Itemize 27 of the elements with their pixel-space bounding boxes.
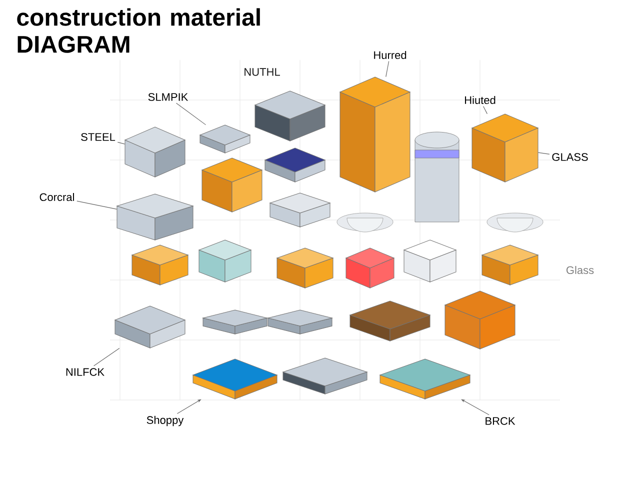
part-label: STEEL [81, 133, 116, 141]
part-label: Shoppy [146, 416, 184, 426]
part-label: Hiuted [465, 96, 496, 104]
part-label: BRCK [486, 417, 516, 425]
material-drawing [124, 126, 186, 178]
material-drawing [380, 358, 470, 400]
part-label: SLMPIK [148, 93, 188, 101]
leader-line [117, 142, 126, 144]
part-label: Hurred [374, 50, 406, 60]
leader-line [76, 200, 118, 210]
leader-line [538, 152, 550, 154]
material-drawing [340, 76, 410, 192]
material-drawing [114, 306, 186, 348]
material-drawing [200, 124, 250, 154]
material-drawing [472, 114, 538, 182]
leader-line [386, 60, 390, 78]
material-drawing [192, 358, 278, 400]
leader-line [482, 106, 488, 114]
part-label: NUTHL [244, 68, 280, 76]
part-label: Corcral [40, 192, 74, 202]
title: construction material DIAGRAM [17, 8, 260, 53]
leader-line [176, 102, 206, 126]
part-label: NILFCK [66, 368, 104, 376]
leader-line [94, 348, 120, 366]
material-drawing [116, 194, 194, 240]
part-label: GLASS [552, 153, 588, 161]
part-label: Glass [566, 266, 594, 274]
